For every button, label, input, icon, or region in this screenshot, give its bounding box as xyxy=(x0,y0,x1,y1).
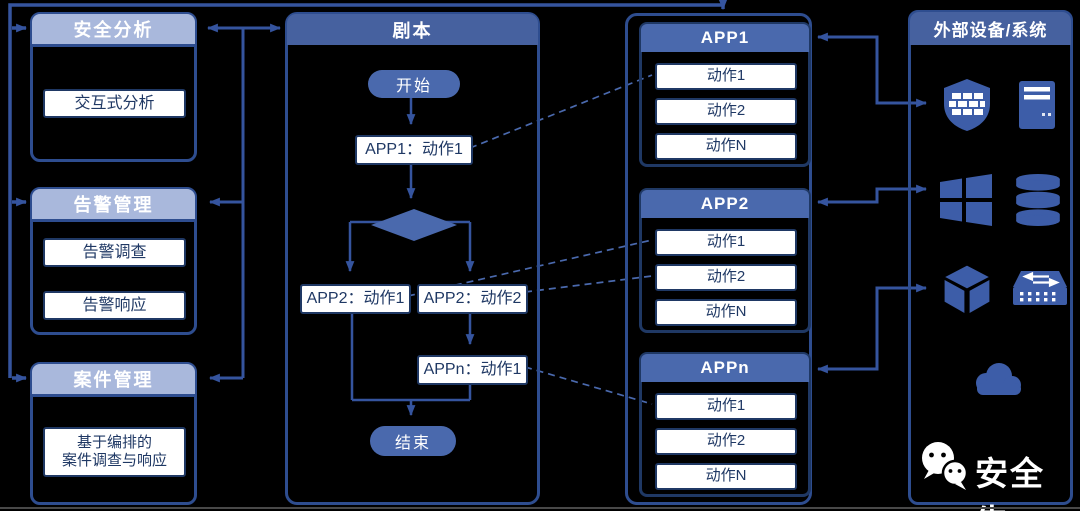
appn-action-n: 动作N xyxy=(655,463,797,490)
flow-step-appn-action1: APPn：动作1 xyxy=(417,355,528,385)
panel-alert-management-title: 告警管理 xyxy=(32,189,195,222)
server-icon xyxy=(1013,79,1061,136)
app2-group: APP2 动作1 动作2 动作N xyxy=(639,188,811,333)
panel-case-management: 案件管理 基于编排的 案件调查与响应 xyxy=(30,362,197,505)
app1-action-1: 动作1 xyxy=(655,63,797,90)
item-alert-response: 告警响应 xyxy=(43,291,186,320)
app1-group: APP1 动作1 动作2 动作N xyxy=(639,22,811,167)
appn-title: APPn xyxy=(641,354,809,382)
left-spine-connector xyxy=(8,0,728,383)
app1-title: APP1 xyxy=(641,24,809,52)
playbook-column: 剧本 开始 APP1：动作1 APP2：动作1 APP2：动作2 APPn：动作… xyxy=(285,12,540,505)
app2-action-2: 动作2 xyxy=(655,264,797,291)
panel-security-analysis: 安全分析 交互式分析 xyxy=(30,12,197,162)
app2-action-1: 动作1 xyxy=(655,229,797,256)
flow-start-node: 开始 xyxy=(368,70,460,98)
external-devices-title: 外部设备/系统 xyxy=(910,12,1071,45)
windows-system-icon xyxy=(938,173,994,232)
item-alert-investigation: 告警调查 xyxy=(43,238,186,267)
appn-group: APPn 动作1 动作2 动作N xyxy=(639,352,811,497)
item-interactive-analysis: 交互式分析 xyxy=(43,89,186,118)
appn-action-1: 动作1 xyxy=(655,393,797,420)
app-external-connectors xyxy=(816,32,928,374)
appn-action-2: 动作2 xyxy=(655,428,797,455)
panel-alert-management: 告警管理 告警调查 告警响应 xyxy=(30,187,197,335)
analysis-playbook-connector xyxy=(206,23,282,383)
wechat-logo-icon xyxy=(917,439,973,502)
bottom-divider-line xyxy=(0,507,1080,509)
app2-title: APP2 xyxy=(641,190,809,218)
brand-name: 安全牛 xyxy=(975,455,1045,511)
firewall-shield-icon xyxy=(940,77,994,138)
apps-column: APP1 动作1 动作2 动作N APP2 动作1 动作2 动作N APPn 动… xyxy=(625,13,812,505)
item-orchestrated-case-response: 基于编排的 案件调查与响应 xyxy=(43,427,186,477)
external-devices-column: 外部设备/系统 xyxy=(908,10,1073,511)
app1-action-n: 动作N xyxy=(655,133,797,160)
flow-decision-diamond xyxy=(371,209,457,241)
flow-step-app2-action2: APP2：动作2 xyxy=(417,284,528,314)
flow-end-node: 结束 xyxy=(370,426,456,456)
cloud-icon xyxy=(969,357,1025,406)
app2-action-n: 动作N xyxy=(655,299,797,326)
container-cube-icon xyxy=(940,263,994,322)
app1-action-2: 动作2 xyxy=(655,98,797,125)
panel-case-management-title: 案件管理 xyxy=(32,364,195,397)
flow-step-app1-action1: APP1：动作1 xyxy=(355,135,473,165)
database-icon xyxy=(1011,173,1065,232)
panel-security-analysis-title: 安全分析 xyxy=(32,14,195,47)
network-switch-icon xyxy=(1011,267,1069,320)
playbook-title: 剧本 xyxy=(287,14,538,45)
flow-step-app2-action1: APP2：动作1 xyxy=(300,284,411,314)
